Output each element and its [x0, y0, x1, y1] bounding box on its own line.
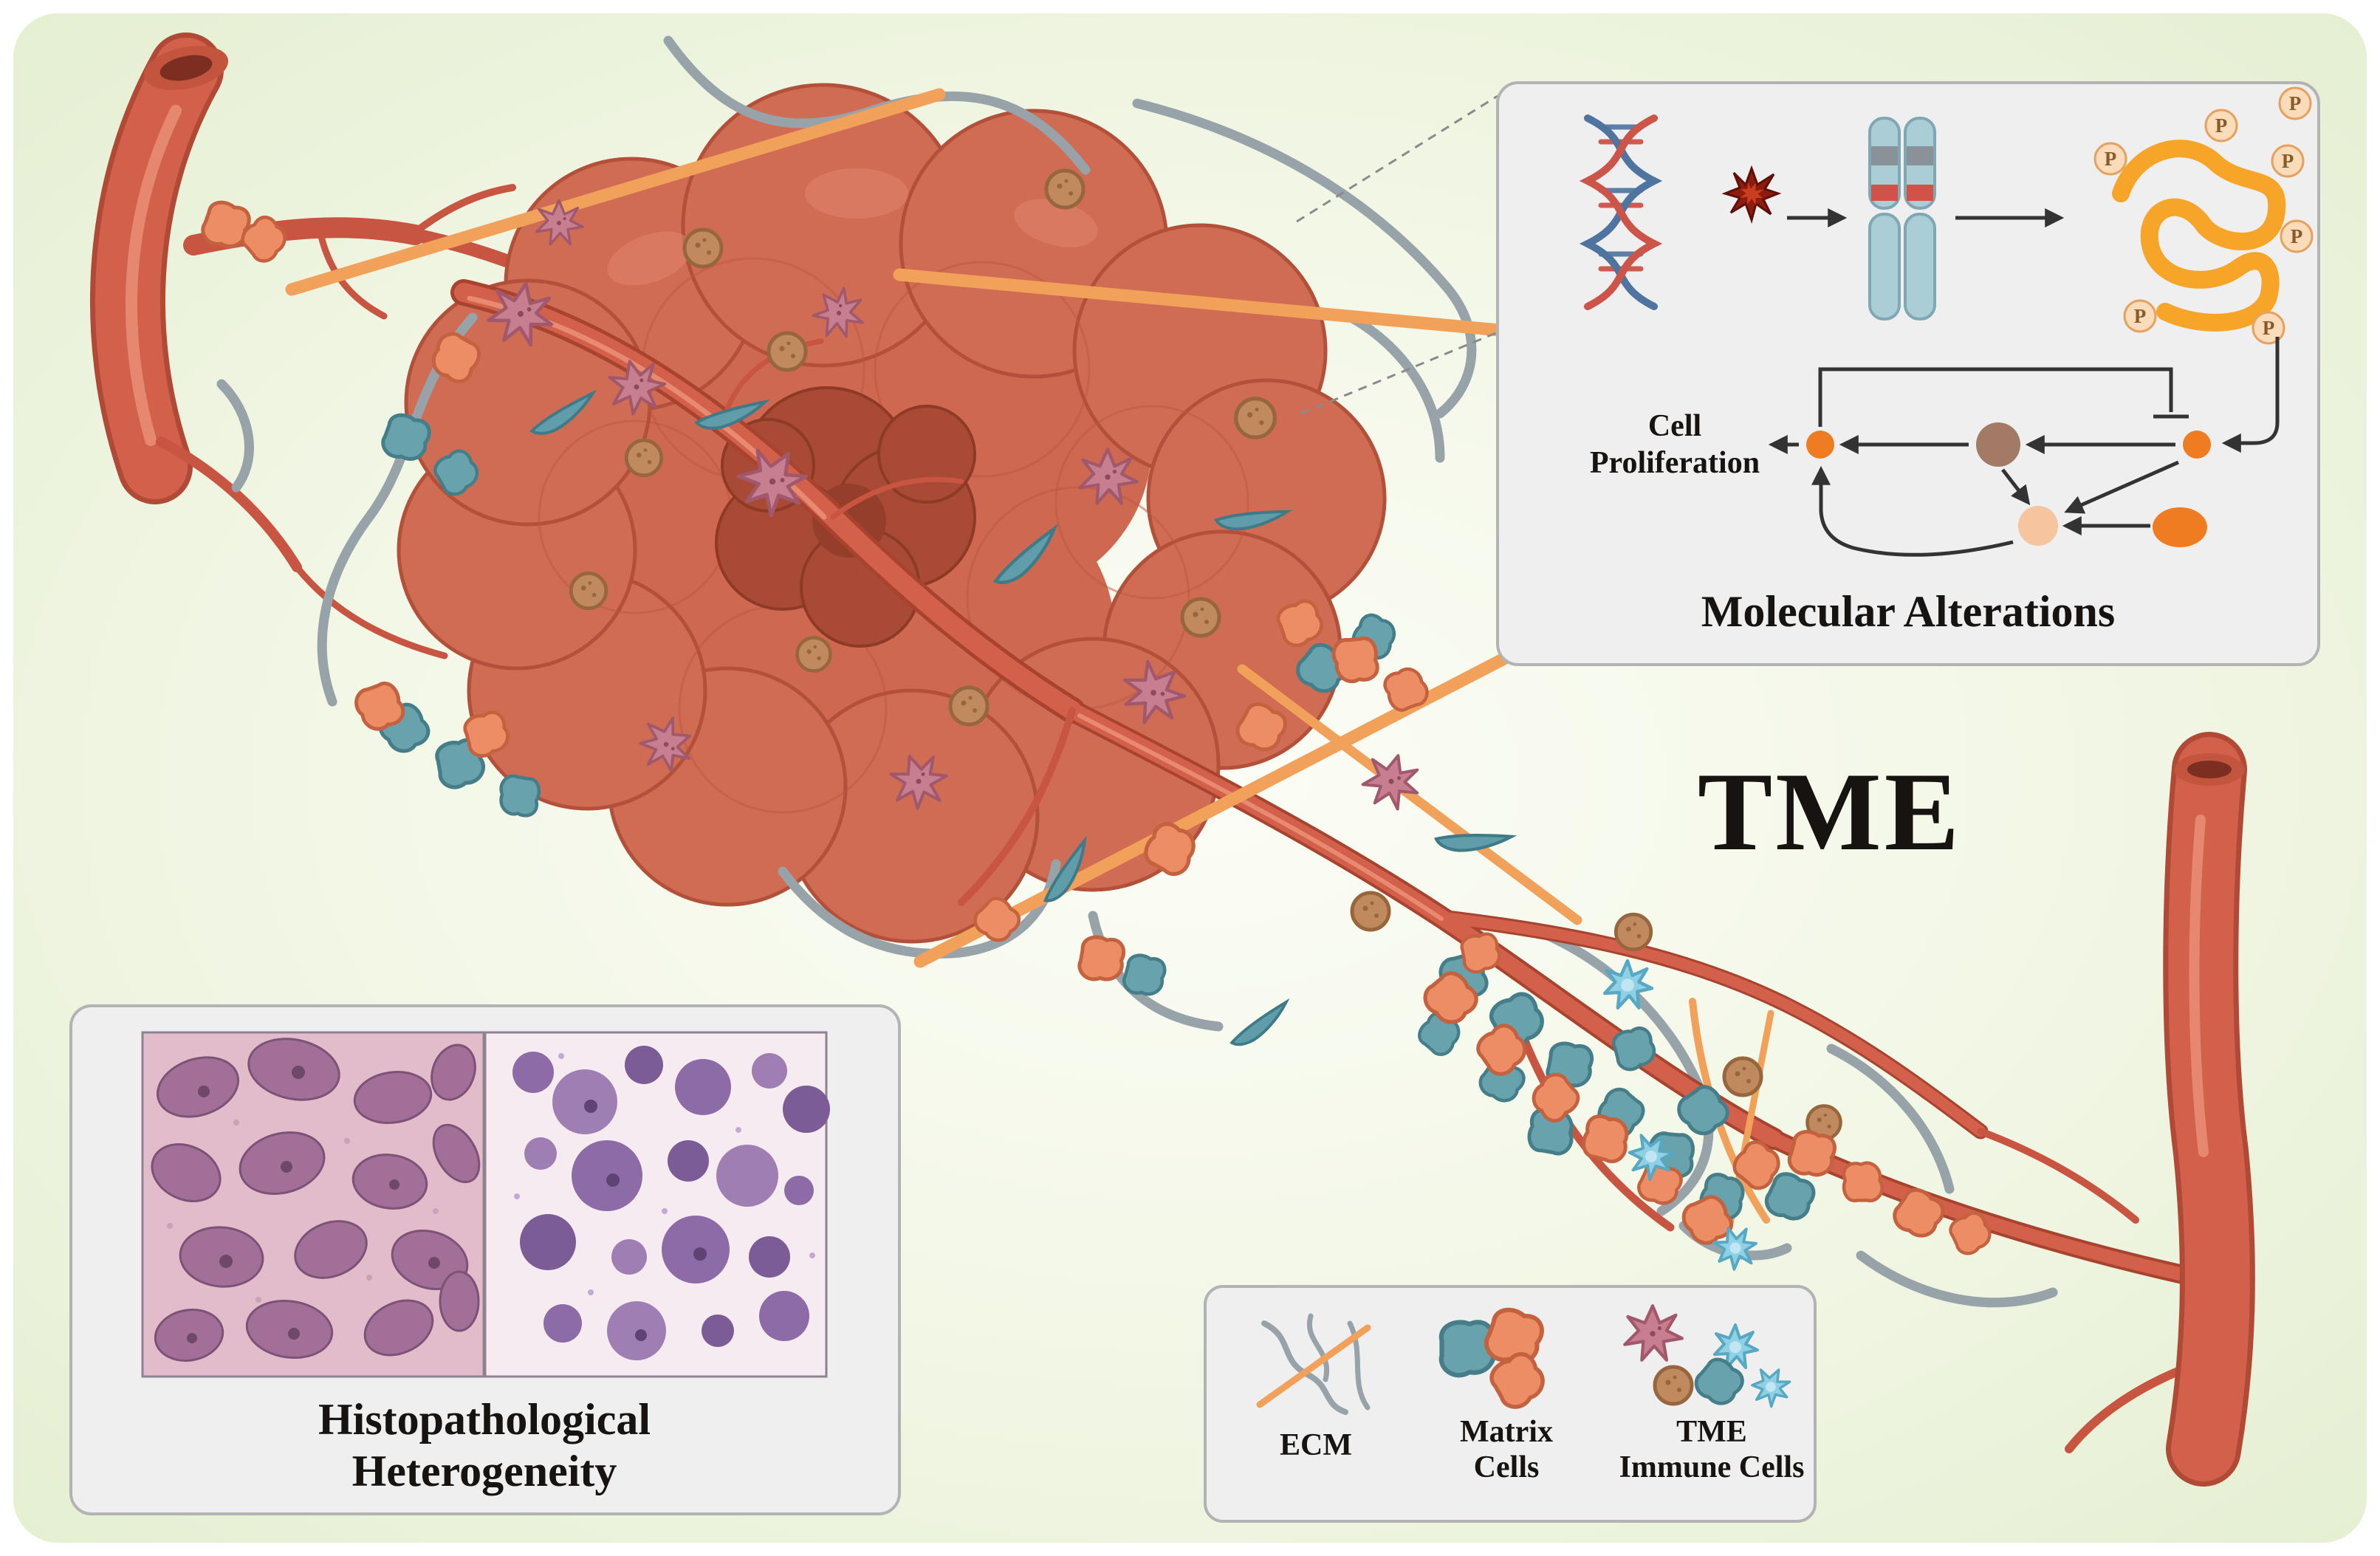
- molecular-alterations-title: Molecular Alterations: [1701, 587, 2115, 636]
- cell-proliferation-label-line2: Proliferation: [1590, 446, 1760, 480]
- macrophage-cell: [1724, 1058, 1761, 1095]
- matrix-fiber: [1132, 98, 1477, 419]
- feedback-loop: [1818, 367, 2173, 427]
- macrophage-cell: [1046, 171, 1083, 208]
- pathway-node-brown: [1976, 422, 2020, 467]
- pathway-arrow: [2064, 460, 2180, 514]
- matrix-fiber: [1856, 1250, 2058, 1308]
- macrophage-cell: [1236, 399, 1275, 438]
- macrophage-cell: [1616, 914, 1651, 950]
- histology-title-line2: Heterogeneity: [352, 1447, 617, 1495]
- tumor-lobe-line: [1054, 405, 1249, 600]
- legend-immune-cells-label-line1: TME: [1676, 1415, 1747, 1449]
- histology-nuclei: [151, 1038, 481, 1362]
- phospho-tag: [2278, 86, 2312, 120]
- matrix-fiber: [1346, 312, 1445, 463]
- ecm-fiber: [1237, 664, 1582, 925]
- tumor-vessel: [1518, 1031, 1675, 1232]
- tumor-highlight: [607, 231, 693, 286]
- macrophage-cell: [1655, 1367, 1692, 1404]
- vessel-opening: [143, 46, 229, 90]
- right-blood-vessel: [2163, 732, 2255, 1487]
- macrophage-cell: [1182, 599, 1219, 636]
- legend-matrix-cells-label-line1: Matrix: [1460, 1415, 1553, 1449]
- macrophage-cell: [950, 688, 987, 724]
- tumor-vessel: [1977, 1128, 2139, 1224]
- histology-title-line1: Histopathological: [318, 1395, 651, 1444]
- phospho-tag: [2252, 311, 2285, 345]
- tumor-highlight: [805, 168, 908, 219]
- legend-matrix-cells-label-line2: Cells: [1474, 1450, 1540, 1484]
- macrophage-cell: [626, 440, 662, 476]
- vessel-opening: [2174, 753, 2245, 786]
- ecm-fiber: [285, 88, 946, 296]
- phospho-tag: [2271, 144, 2305, 178]
- zoom-connectors: [1296, 95, 1498, 415]
- tumor-vessel: [958, 707, 1076, 906]
- legend-ecm-label: ECM: [1280, 1428, 1352, 1462]
- histology-panel-right: [484, 1031, 830, 1378]
- histology-nuclei: [512, 1046, 830, 1360]
- pathway-arrow: [2221, 337, 2280, 453]
- inset-box: [1496, 81, 2320, 666]
- tumor-vessel-network: [450, 279, 2211, 1453]
- pathway-node-orange-left: [1806, 431, 1834, 459]
- tumor-lobe-line: [874, 261, 1091, 478]
- signaling-pathway: [1768, 337, 2280, 557]
- macrophage-cell: [769, 333, 806, 370]
- molecular-alterations-box: Cell Proliferation Molecular Alterations: [1496, 81, 2320, 666]
- matrix-fiber: [317, 312, 478, 707]
- phospho-tag: [2204, 109, 2238, 143]
- mutation-burst-icon: [1721, 165, 1782, 224]
- tumor-highlight: [1014, 199, 1098, 247]
- ecm-fiber: [893, 268, 1562, 342]
- pathway-arrow: [1811, 465, 2014, 557]
- chromosome: [1868, 117, 1936, 321]
- pathway-node-orange-big: [2153, 507, 2207, 547]
- matrix-fiber: [1826, 1043, 1955, 1194]
- matrix-fiber: [216, 379, 254, 493]
- pathway-node-orange-right: [2183, 431, 2211, 459]
- pathway-arrow: [2001, 468, 2031, 506]
- dna-helix: [1579, 114, 1663, 310]
- phospho-tag: [2093, 142, 2127, 176]
- macrophage-cell: [798, 638, 831, 671]
- tumor-vessel: [1436, 911, 1986, 1137]
- matrix-cell-orange: [1844, 1163, 1882, 1201]
- legend-ecm-icon: [1256, 1313, 1371, 1415]
- cell-proliferation-label-line1: Cell: [1648, 409, 1701, 443]
- tme-title: TME: [1698, 750, 1962, 874]
- phospho-tag: [2280, 219, 2314, 253]
- histology-panel-left: [141, 1031, 485, 1378]
- macrophage-cell: [1352, 893, 1389, 930]
- macrophage-cell: [571, 573, 606, 609]
- legend-box: ECM Matrix Cells TME Immune Cells: [1204, 1285, 1817, 1523]
- matrix-cell-orange: [1332, 637, 1378, 683]
- pathway-node-peach: [2018, 506, 2058, 546]
- phospho-tag: [2123, 299, 2157, 333]
- legend-immune-cells-label-line2: Immune Cells: [1619, 1450, 1805, 1484]
- histology-box: Histopathological Heterogeneity: [69, 1004, 901, 1515]
- macrophage-cell: [685, 230, 721, 267]
- protein-coil: [2112, 140, 2286, 332]
